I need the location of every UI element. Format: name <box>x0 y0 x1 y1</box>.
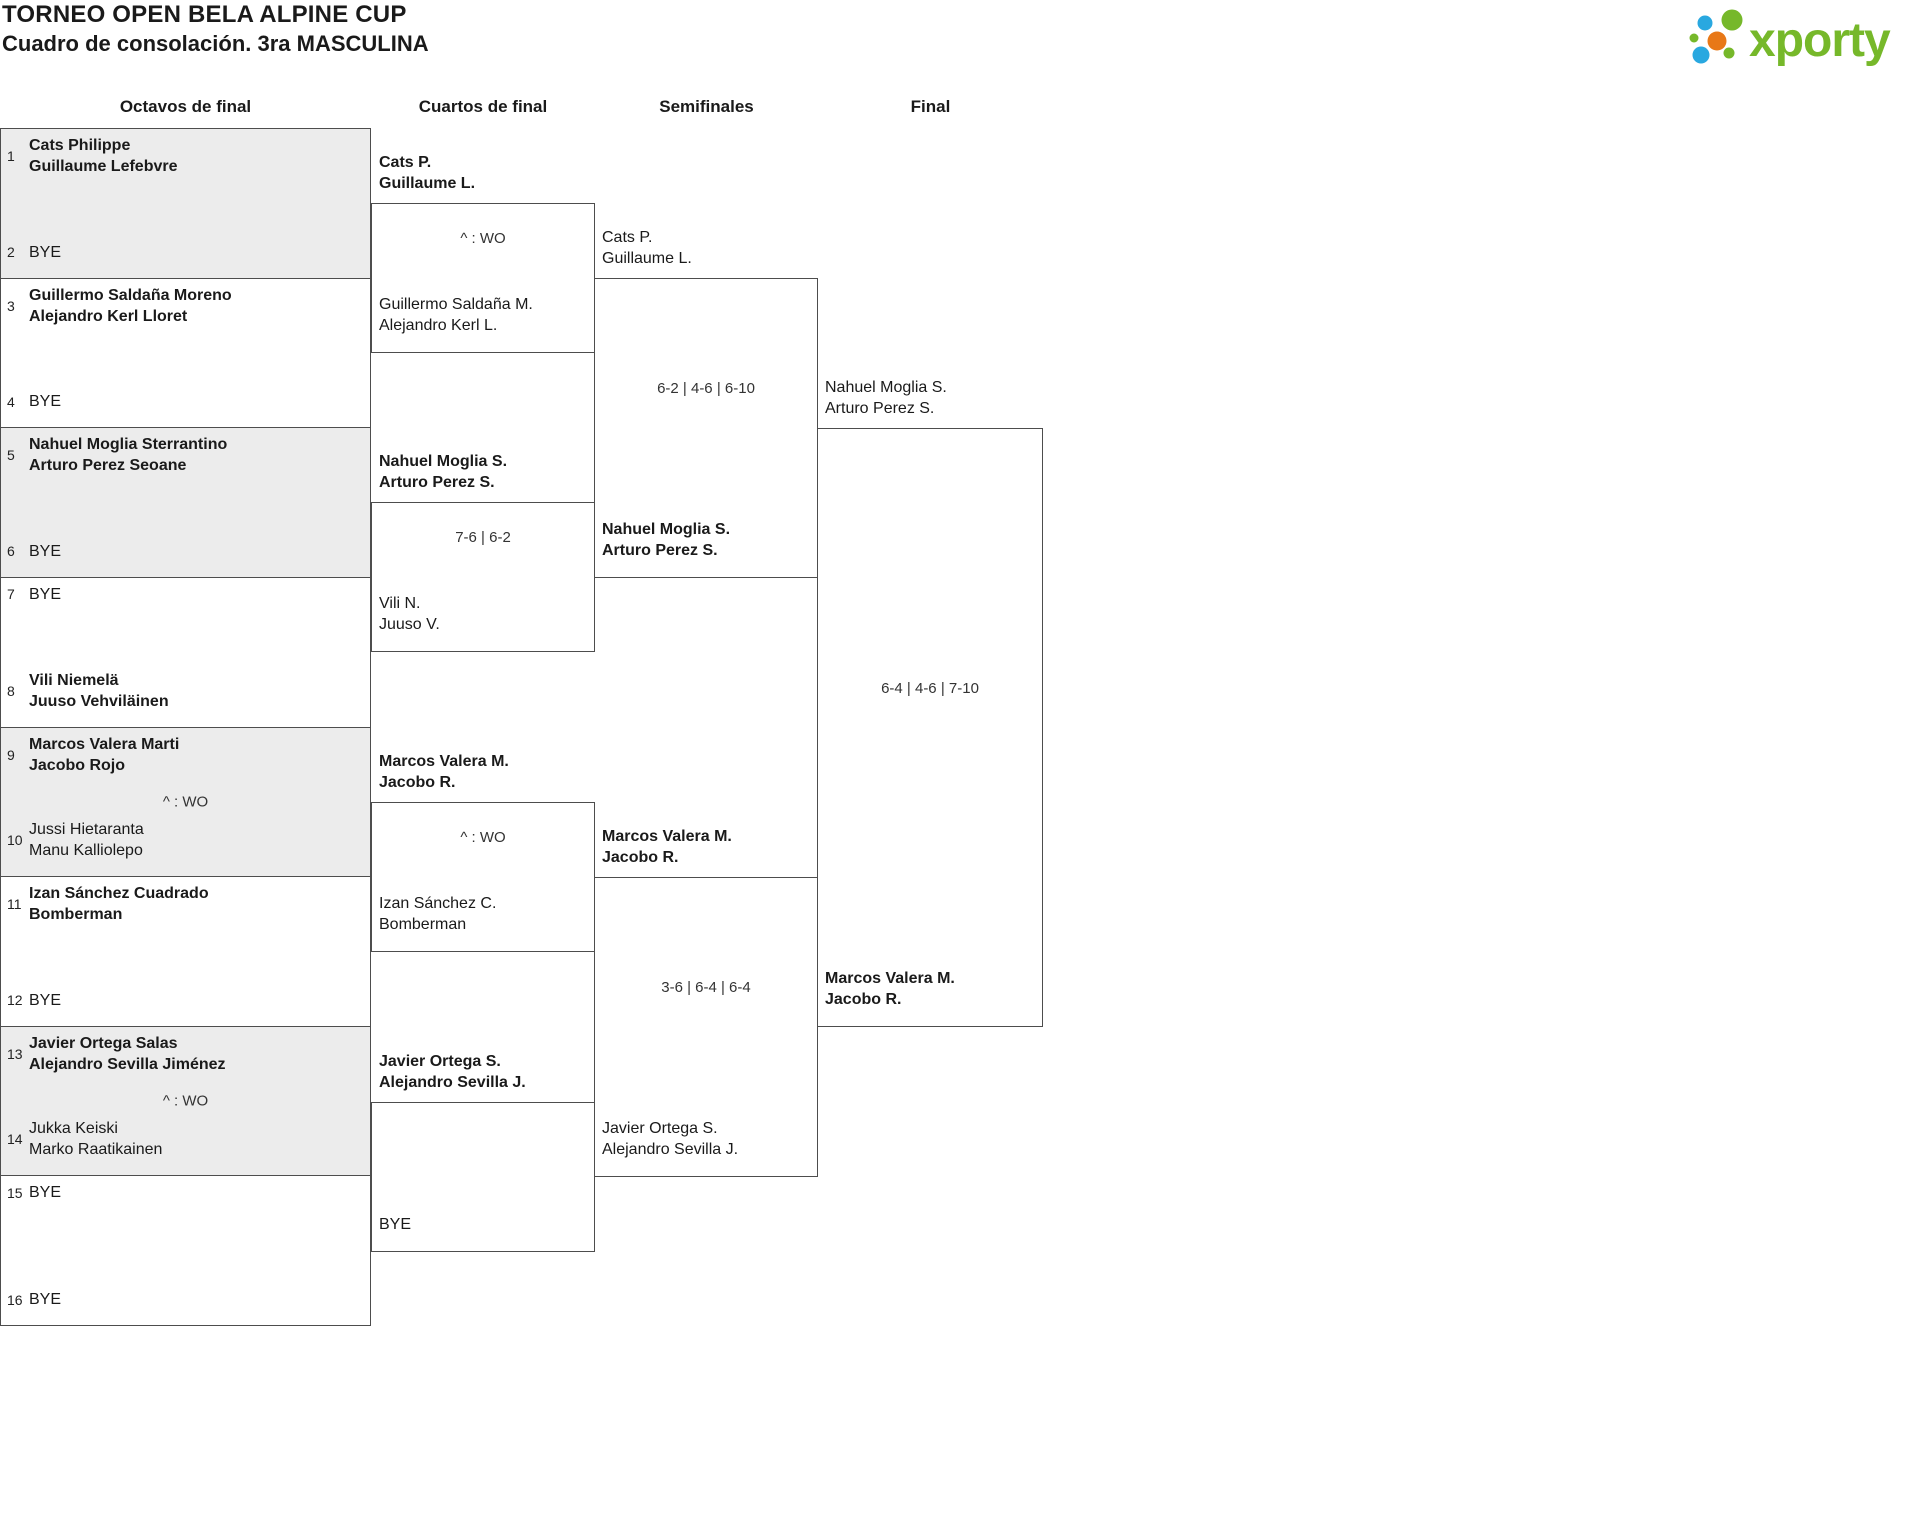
team-name: BYE <box>29 1184 62 1202</box>
logo-dots-icon <box>1689 9 1743 64</box>
match-score: 6-4 | 4-6 | 7-10 <box>881 679 979 697</box>
seed-number: 11 <box>7 896 22 913</box>
match-score: ^ : WO <box>460 829 506 846</box>
team-name: Marcos Valera Marti Jacobo Rojo <box>29 735 180 774</box>
seed-number: 4 <box>7 393 15 410</box>
seed-number: 13 <box>7 1045 23 1062</box>
seed-number: 12 <box>7 992 23 1009</box>
match-box-quarterfinal-1: Cats P. Guillaume L. ^ : WO Guillermo Sa… <box>371 154 595 353</box>
team-entry: 3 Guillermo Saldaña Moreno Alejandro Ker… <box>1 285 370 327</box>
seed-number: 5 <box>7 447 15 464</box>
match-score: ^ : WO <box>162 793 209 811</box>
team-name: Javier Ortega S. Alejandro Sevilla J. <box>379 1053 526 1091</box>
match-score: 3-6 | 6-4 | 6-4 <box>661 979 751 996</box>
seed-number: 8 <box>7 682 15 699</box>
team-name: BYE <box>29 991 62 1009</box>
team-entry: 16 BYE <box>1 1289 370 1310</box>
match-box-quarterfinal-4: Javier Ortega S. Alejandro Sevilla J. BY… <box>371 1053 595 1252</box>
team-name: Cats P. Guillaume L. <box>379 154 476 192</box>
xporty-logo[interactable]: xporty <box>1683 4 1918 70</box>
round-of-16-grid: 1 Cats Philippe Guillaume Lefebvre 2 BYE… <box>0 128 371 1326</box>
match-score: 6-2 | 4-6 | 6-10 <box>657 380 755 397</box>
team-name: Javier Ortega S. Alejandro Sevilla J. <box>602 1120 739 1158</box>
match-box-r16-2: 3 Guillermo Saldaña Moreno Alejandro Ker… <box>1 279 370 429</box>
round-header-octavos: Octavos de final <box>119 97 252 116</box>
match-box-r16-3: 5 Nahuel Moglia Sterrantino Arturo Perez… <box>1 428 370 578</box>
team-name: Nahuel Moglia Sterrantino Arturo Perez S… <box>29 436 228 475</box>
seed-number: 7 <box>7 586 15 603</box>
team-name: Marcos Valera M. Jacobo R. <box>825 970 955 1008</box>
match-box-r16-5: 9 Marcos Valera Marti Jacobo Rojo 10 Jus… <box>1 727 370 878</box>
team-name: Vili N. Juuso V. <box>379 595 440 633</box>
team-name: Izan Sánchez Cuadrado Bomberman <box>29 885 209 924</box>
match-score: ^ : WO <box>460 230 506 247</box>
seed-number: 6 <box>7 543 15 560</box>
match-score: 7-6 | 6-2 <box>455 529 511 546</box>
team-entry: 10 Jussi Hietaranta Manu Kalliolepo <box>1 819 370 861</box>
team-entry: 6 BYE <box>1 541 370 562</box>
seed-number: 10 <box>7 832 23 849</box>
seed-number: 2 <box>7 244 15 261</box>
team-name: Nahuel Moglia S. Arturo Perez S. <box>379 453 508 491</box>
match-box-r16-4: 7 BYE 8 Vili Niemelä Juuso Vehviläinen <box>1 578 370 728</box>
seed-number: 9 <box>7 746 15 763</box>
match-score: ^ : WO <box>162 1092 209 1110</box>
seed-number: 15 <box>7 1184 23 1201</box>
team-name: Guillermo Saldaña Moreno Alejandro Kerl … <box>29 286 232 325</box>
team-name: BYE <box>29 243 62 261</box>
match-box-semifinal-2: Marcos Valera M. Jacobo R. 3-6 | 6-4 | 6… <box>594 828 818 1177</box>
team-entry: 7 BYE <box>1 584 370 605</box>
team-entry: 8 Vili Niemelä Juuso Vehviläinen <box>1 670 370 712</box>
team-name: Vili Niemelä Juuso Vehviläinen <box>29 671 169 710</box>
team-name: Nahuel Moglia S. Arturo Perez S. <box>602 521 731 559</box>
match-box-semifinal-1: Cats P. Guillaume L. 6-2 | 4-6 | 6-10 Na… <box>594 229 818 578</box>
team-entry: 9 Marcos Valera Marti Jacobo Rojo <box>1 734 370 776</box>
match-box-quarterfinal-3: Marcos Valera M. Jacobo R. ^ : WO Izan S… <box>371 753 595 952</box>
team-name: BYE <box>29 542 62 560</box>
team-name: BYE <box>29 393 62 411</box>
match-box-r16-7: 13 Javier Ortega Salas Alejandro Sevilla… <box>1 1026 370 1177</box>
seed-number: 14 <box>7 1131 23 1148</box>
team-name: BYE <box>29 1291 62 1308</box>
match-box-final: Nahuel Moglia S. Arturo Perez S. 6-4 | 4… <box>817 379 1043 1027</box>
team-entry: 2 BYE <box>1 242 370 263</box>
round-header-semifinales: Semifinales <box>659 97 754 116</box>
team-entry: 11 Izan Sánchez Cuadrado Bomberman <box>1 883 370 925</box>
match-box-r16-6: 11 Izan Sánchez Cuadrado Bomberman 12 BY… <box>1 877 370 1027</box>
seed-number: 3 <box>7 297 15 314</box>
tournament-title: TORNEO OPEN BELA ALPINE CUP <box>2 1 407 28</box>
team-entry: 5 Nahuel Moglia Sterrantino Arturo Perez… <box>1 434 370 476</box>
round-header-cuartos: Cuartos de final <box>418 97 548 116</box>
seed-number: 1 <box>7 148 15 164</box>
team-entry: 13 Javier Ortega Salas Alejandro Sevilla… <box>1 1033 370 1075</box>
team-name: Marcos Valera M. Jacobo R. <box>379 753 509 791</box>
team-name: Jussi Hietaranta Manu Kalliolepo <box>29 821 144 860</box>
match-box-quarterfinal-2: Nahuel Moglia S. Arturo Perez S. 7-6 | 6… <box>371 453 595 652</box>
team-name: Guillermo Saldaña M. Alejandro Kerl L. <box>379 296 533 334</box>
team-entry: 1 Cats Philippe Guillaume Lefebvre <box>1 135 370 177</box>
team-name: Javier Ortega Salas Alejandro Sevilla Ji… <box>29 1034 226 1073</box>
match-box-r16-8: 15 BYE 16 BYE <box>1 1176 370 1325</box>
team-entry: 4 BYE <box>1 391 370 412</box>
seed-number: 16 <box>7 1291 23 1308</box>
match-box-r16-1: 1 Cats Philippe Guillaume Lefebvre 2 BYE <box>1 129 370 279</box>
team-name: BYE <box>379 1216 412 1233</box>
team-name: Cats Philippe Guillaume Lefebvre <box>29 137 178 175</box>
team-name: Marcos Valera M. Jacobo R. <box>602 828 732 866</box>
team-name: Nahuel Moglia S. Arturo Perez S. <box>825 379 947 417</box>
team-name: Jukka Keiski Marko Raatikainen <box>29 1120 163 1159</box>
team-entry: 12 BYE <box>1 990 370 1011</box>
team-name: Cats P. Guillaume L. <box>602 229 692 267</box>
team-entry: 14 Jukka Keiski Marko Raatikainen <box>1 1118 370 1160</box>
team-name: BYE <box>29 585 62 603</box>
bracket-subtitle: Cuadro de consolación. 3ra MASCULINA <box>2 31 429 56</box>
team-name: Izan Sánchez C. Bomberman <box>379 895 497 933</box>
round-header-final: Final <box>910 97 951 116</box>
team-entry: 15 BYE <box>1 1182 370 1203</box>
logo-wordmark: xporty <box>1749 14 1891 67</box>
